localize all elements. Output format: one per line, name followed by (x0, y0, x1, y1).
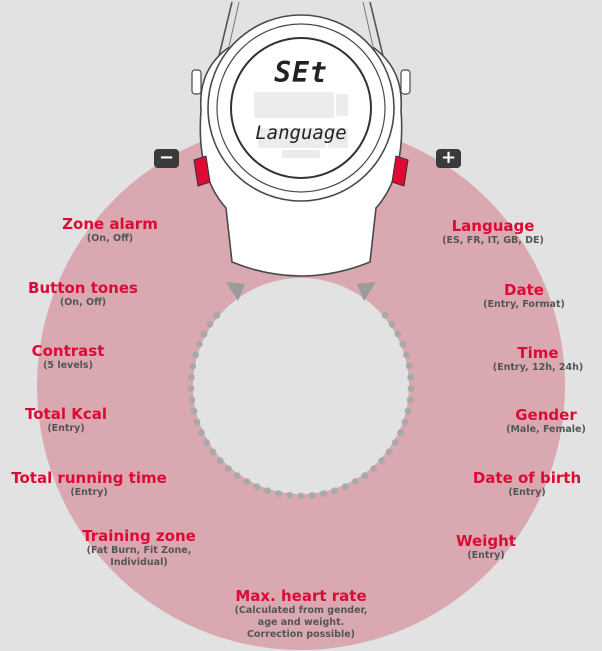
menu-item-options: (Fat Burn, Fit Zone, Individual) (86, 545, 192, 568)
path-dot (187, 385, 195, 392)
path-dot (405, 362, 413, 370)
path-dot (213, 311, 221, 319)
path-dot (190, 407, 198, 415)
path-dot (195, 340, 203, 348)
menu-item-options: (Entry) (467, 550, 505, 561)
path-dot (388, 320, 396, 328)
menu-item-title: Time (517, 344, 559, 362)
menu-item-options: (Entry, Format) (483, 299, 565, 310)
path-dot (233, 472, 241, 479)
menu-item-options: (Entry) (47, 423, 85, 434)
path-dot (243, 478, 251, 486)
path-dot (197, 429, 205, 436)
path-dot (209, 448, 217, 456)
arrow-left-icon (226, 282, 245, 301)
menu-item-date: Date (Entry, Format) (414, 282, 602, 311)
path-dot (351, 478, 359, 486)
path-dot (189, 362, 197, 370)
menu-item-options: (Entry, 12h, 24h) (492, 362, 584, 373)
path-dot (320, 490, 327, 498)
menu-item-training-zone: Training zone (Fat Burn, Fit Zone, Indiv… (29, 528, 249, 569)
path-dot (275, 490, 282, 498)
menu-item-title: Training zone (82, 527, 196, 545)
path-dot (399, 340, 407, 348)
path-dot (188, 396, 196, 404)
path-dot (297, 492, 305, 500)
path-dot (192, 351, 199, 359)
path-dot (216, 457, 224, 464)
path-dot (404, 407, 412, 415)
lcd-ghost-segments (254, 92, 348, 158)
menu-item-title: Date (504, 281, 544, 299)
menu-item-button-tones: Button tones (On, Off) (0, 280, 193, 309)
lcd-label-text: Language (255, 122, 347, 144)
menu-item-options: (Male, Female) (506, 424, 586, 435)
menu-item-total-kcal: Total Kcal (Entry) (0, 406, 176, 435)
menu-item-title: Total running time (11, 469, 167, 487)
menu-item-title: Weight (456, 532, 516, 550)
path-dot (407, 385, 415, 392)
arrow-right-icon (357, 282, 376, 301)
minus-side-button[interactable] (193, 155, 211, 187)
path-dot (264, 487, 271, 495)
menu-item-title: Zone alarm (62, 215, 158, 233)
path-dot (206, 320, 214, 328)
menu-item-total-running-time: Total running time (Entry) (0, 470, 199, 499)
path-dot (394, 330, 402, 338)
path-dot (392, 439, 399, 446)
path-dot (224, 465, 232, 472)
menu-item-gender: Gender (Male, Female) (436, 407, 602, 436)
path-dot (187, 373, 195, 381)
lcd-mode-text: SEt (274, 56, 328, 89)
menu-item-title: Button tones (28, 279, 138, 297)
path-dot (361, 472, 369, 479)
plus-side-button[interactable] (391, 155, 409, 187)
menu-item-options: (Entry) (70, 487, 108, 498)
path-dot (397, 429, 405, 436)
menu-item-options: (ES, FR, IT, GB, DE) (442, 235, 544, 246)
menu-item-options: (On, Off) (59, 297, 107, 308)
menu-item-max-heart-rate: Max. heart rate (Calculated from gender,… (191, 588, 411, 641)
menu-item-title: Language (451, 217, 535, 235)
menu-item-time: Time (Entry, 12h, 24h) (428, 345, 602, 374)
path-dot (193, 418, 201, 426)
path-dot (331, 487, 338, 495)
menu-item-options: (Entry) (508, 487, 546, 498)
path-dot (378, 457, 386, 464)
menu-item-options: (5 levels) (43, 360, 93, 371)
inner-circle (193, 278, 409, 494)
path-dot (385, 448, 393, 456)
path-dot (341, 483, 349, 491)
path-dot (203, 439, 211, 446)
menu-item-zone-alarm: Zone alarm (On, Off) (0, 216, 220, 245)
path-dot (401, 418, 409, 426)
menu-item-title: Gender (515, 406, 577, 424)
path-dot (407, 373, 415, 381)
plus-button[interactable]: + (436, 149, 461, 168)
menu-item-weight: Weight (Entry) (376, 533, 596, 562)
menu-item-contrast: Contrast (5 levels) (0, 343, 178, 372)
menu-item-title: Date of birth (472, 469, 582, 487)
path-dot (308, 492, 316, 499)
path-dot (200, 330, 208, 338)
menu-item-options: (Calculated from gender, age and weight.… (234, 605, 368, 640)
menu-item-date-of-birth: Date of birth (Entry) (417, 470, 602, 499)
path-dot (286, 492, 294, 499)
menu-item-title: Max. heart rate (235, 587, 367, 605)
menu-item-options: (On, Off) (86, 233, 134, 244)
menu-item-title: Total Kcal (25, 405, 107, 423)
path-dot (381, 311, 389, 319)
path-dot (253, 483, 261, 491)
path-dot (370, 465, 378, 472)
navigation-dotted-path (187, 311, 415, 500)
minus-button[interactable]: − (154, 149, 179, 168)
path-dot (406, 396, 414, 404)
menu-item-title: Contrast (31, 342, 105, 360)
watch (191, 1, 411, 277)
menu-item-language: Language (ES, FR, IT, GB, DE) (383, 218, 602, 247)
path-dot (403, 351, 410, 359)
